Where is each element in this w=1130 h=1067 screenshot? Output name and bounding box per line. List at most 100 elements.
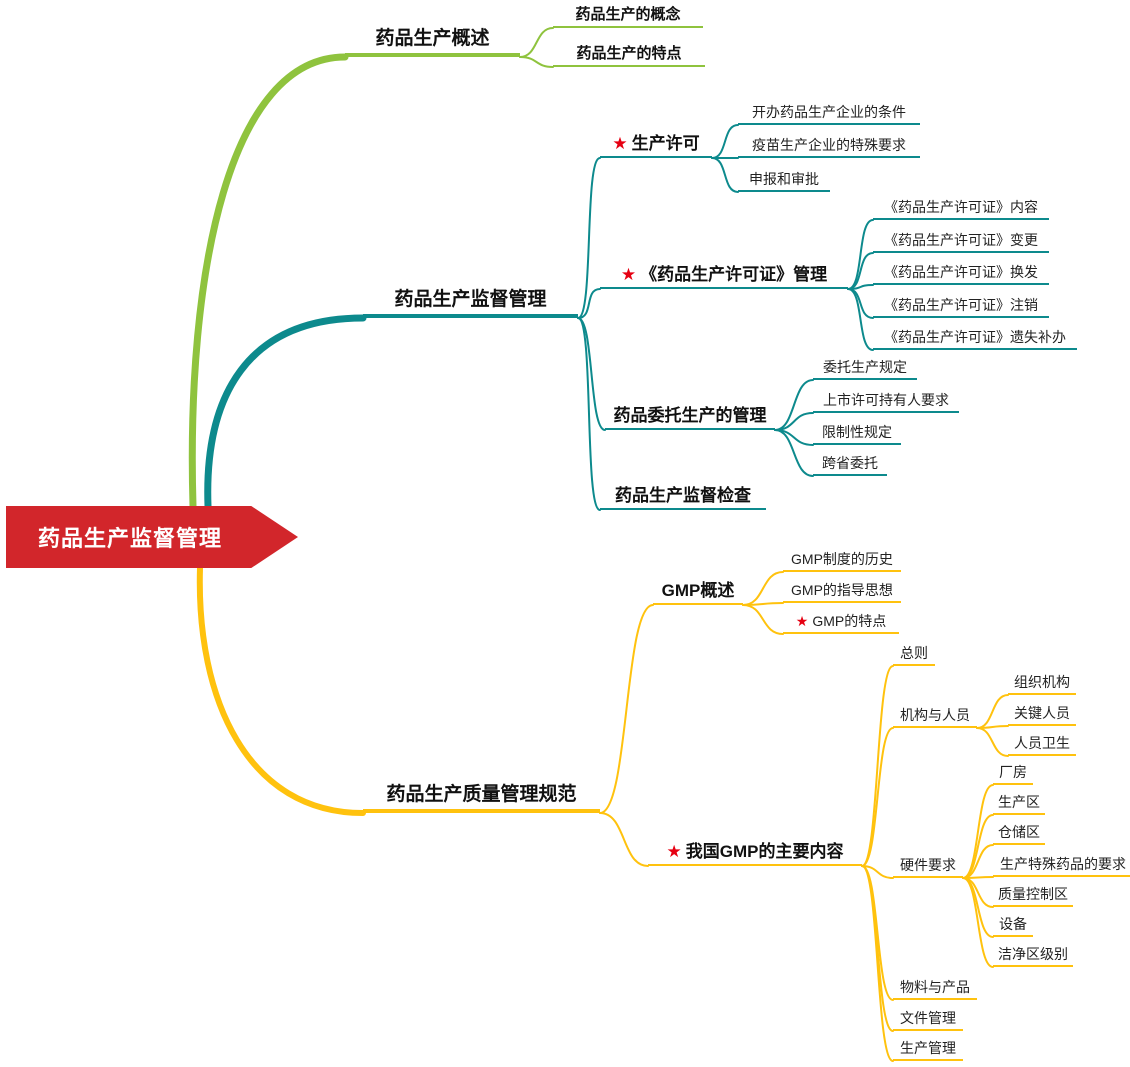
topic-label: 文件管理 xyxy=(900,1010,956,1027)
topic-label: 药品生产的特点 xyxy=(576,45,682,62)
topic-node[interactable]: 《药品生产许可证》遗失补办 xyxy=(873,325,1077,350)
topic-node[interactable]: 《药品生产许可证》内容 xyxy=(873,195,1049,220)
topic-node[interactable]: GMP的指导思想 xyxy=(783,578,901,603)
topic-label: GMP制度的历史 xyxy=(791,551,893,568)
topic-node[interactable]: 药品委托生产的管理 xyxy=(605,401,775,430)
branch-connector xyxy=(599,604,654,814)
branch-connector xyxy=(204,314,367,510)
topic-node[interactable]: ★GMP的特点 xyxy=(783,609,899,634)
topic-node[interactable]: ★我国GMP的主要内容 xyxy=(648,837,862,866)
topic-label: 药品生产监督检查 xyxy=(615,485,751,505)
topic-label: GMP的指导思想 xyxy=(791,582,893,599)
branch-connector xyxy=(861,727,894,867)
topic-label: 质量控制区 xyxy=(998,886,1068,903)
topic-node[interactable]: 《药品生产许可证》注销 xyxy=(873,293,1049,318)
topic-label: 药品生产的概念 xyxy=(575,6,681,23)
topic-label: 硬件要求 xyxy=(900,857,956,874)
branch-connector xyxy=(577,288,601,319)
topic-label: 设备 xyxy=(999,916,1027,933)
star-icon: ★ xyxy=(795,613,809,630)
topic-label: 药品生产概述 xyxy=(375,28,490,50)
topic-node[interactable]: 生产区 xyxy=(993,790,1045,815)
topic-node[interactable]: 总则 xyxy=(893,641,935,666)
topic-label: 跨省委托 xyxy=(822,455,878,472)
star-icon: ★ xyxy=(666,841,682,861)
topic-node[interactable]: 疫苗生产企业的特殊要求 xyxy=(738,133,920,158)
topic-label: 组织机构 xyxy=(1014,674,1070,691)
branch-connector xyxy=(962,877,994,968)
topic-label: 药品生产质量管理规范 xyxy=(386,784,577,806)
topic-node[interactable]: GMP概述 xyxy=(653,576,743,605)
topic-label: 《药品生产许可证》遗失补办 xyxy=(884,329,1066,346)
branch-connector xyxy=(711,157,739,193)
topic-label: 仓储区 xyxy=(998,824,1040,841)
topic-node[interactable]: 上市许可持有人要求 xyxy=(813,388,959,413)
root-topic-label: 药品生产监督管理 xyxy=(37,526,222,551)
branch-connector xyxy=(976,727,1009,757)
topic-node[interactable]: 组织机构 xyxy=(1008,670,1076,695)
topic-node[interactable]: 质量控制区 xyxy=(993,882,1073,907)
topic-label: 生产管理 xyxy=(900,1040,956,1057)
branch-connector xyxy=(577,317,601,511)
topic-label: 限制性规定 xyxy=(822,424,892,441)
branch-connector xyxy=(742,604,784,635)
topic-node[interactable]: 药品生产的概念 xyxy=(553,2,703,28)
topic-label: 总则 xyxy=(900,645,928,662)
topic-node[interactable]: 文件管理 xyxy=(893,1006,963,1031)
topic-label: 《药品生产许可证》管理 xyxy=(640,264,828,284)
branch-connector xyxy=(599,812,649,867)
topic-label: 申报和审批 xyxy=(749,171,819,188)
topic-label: 开办药品生产企业的条件 xyxy=(752,104,906,121)
topic-node[interactable]: 药品生产监督管理 xyxy=(363,286,578,318)
topic-node[interactable]: 关键人员 xyxy=(1008,701,1076,726)
topic-label: 人员卫生 xyxy=(1014,735,1070,752)
topic-label: 疫苗生产企业的特殊要求 xyxy=(752,137,906,154)
topic-label: GMP的特点 xyxy=(812,613,887,630)
topic-node[interactable]: 洁净区级别 xyxy=(993,942,1073,967)
topic-node[interactable]: 药品生产监督检查 xyxy=(600,481,766,510)
topic-node[interactable]: GMP制度的历史 xyxy=(783,547,901,572)
root-topic[interactable]: 药品生产监督管理 xyxy=(6,506,298,568)
topic-node[interactable]: 开办药品生产企业的条件 xyxy=(738,100,920,125)
branch-connector xyxy=(577,157,601,319)
branch-connector xyxy=(861,865,894,879)
star-icon: ★ xyxy=(620,264,637,284)
topic-node[interactable]: 申报和审批 xyxy=(738,167,830,192)
topic-label: 《药品生产许可证》注销 xyxy=(884,297,1038,314)
topic-node[interactable]: 人员卫生 xyxy=(1008,731,1076,756)
topic-node[interactable]: 跨省委托 xyxy=(813,451,887,476)
topic-node[interactable]: 硬件要求 xyxy=(893,853,963,878)
branch-connector xyxy=(188,53,349,510)
topic-label: 洁净区级别 xyxy=(998,946,1068,963)
topic-node[interactable]: ★《药品生产许可证》管理 xyxy=(600,260,848,289)
topic-node[interactable]: 药品生产质量管理规范 xyxy=(363,781,600,813)
topic-node[interactable]: 生产特殊药品的要求 xyxy=(993,852,1130,877)
topic-node[interactable]: 药品生产概述 xyxy=(345,25,520,57)
topic-node[interactable]: 《药品生产许可证》变更 xyxy=(873,228,1049,253)
topic-label: 机构与人员 xyxy=(900,707,970,724)
topic-label: 《药品生产许可证》换发 xyxy=(884,264,1038,281)
topic-label: 关键人员 xyxy=(1014,705,1070,722)
topic-node[interactable]: 《药品生产许可证》换发 xyxy=(873,260,1049,285)
topic-label: GMP概述 xyxy=(661,580,735,600)
topic-node[interactable]: 限制性规定 xyxy=(813,420,901,445)
topic-node[interactable]: 委托生产规定 xyxy=(813,355,917,380)
topic-node[interactable]: 药品生产的特点 xyxy=(553,41,705,67)
topic-node[interactable]: 机构与人员 xyxy=(893,703,977,728)
topic-node[interactable]: ★生产许可 xyxy=(600,129,712,158)
topic-node[interactable]: 物料与产品 xyxy=(893,975,977,1000)
star-icon: ★ xyxy=(612,133,628,153)
branch-connector xyxy=(774,429,814,477)
topic-label: 《药品生产许可证》内容 xyxy=(884,199,1038,216)
branch-connector xyxy=(861,865,894,1062)
topic-node[interactable]: 设备 xyxy=(993,912,1033,937)
topic-node[interactable]: 生产管理 xyxy=(893,1036,963,1061)
topic-label: 委托生产规定 xyxy=(823,359,907,376)
topic-node[interactable]: 仓储区 xyxy=(993,820,1045,845)
topic-node[interactable]: 厂房 xyxy=(993,760,1033,785)
topic-label: 上市许可持有人要求 xyxy=(823,392,949,409)
branch-connector xyxy=(519,27,554,58)
